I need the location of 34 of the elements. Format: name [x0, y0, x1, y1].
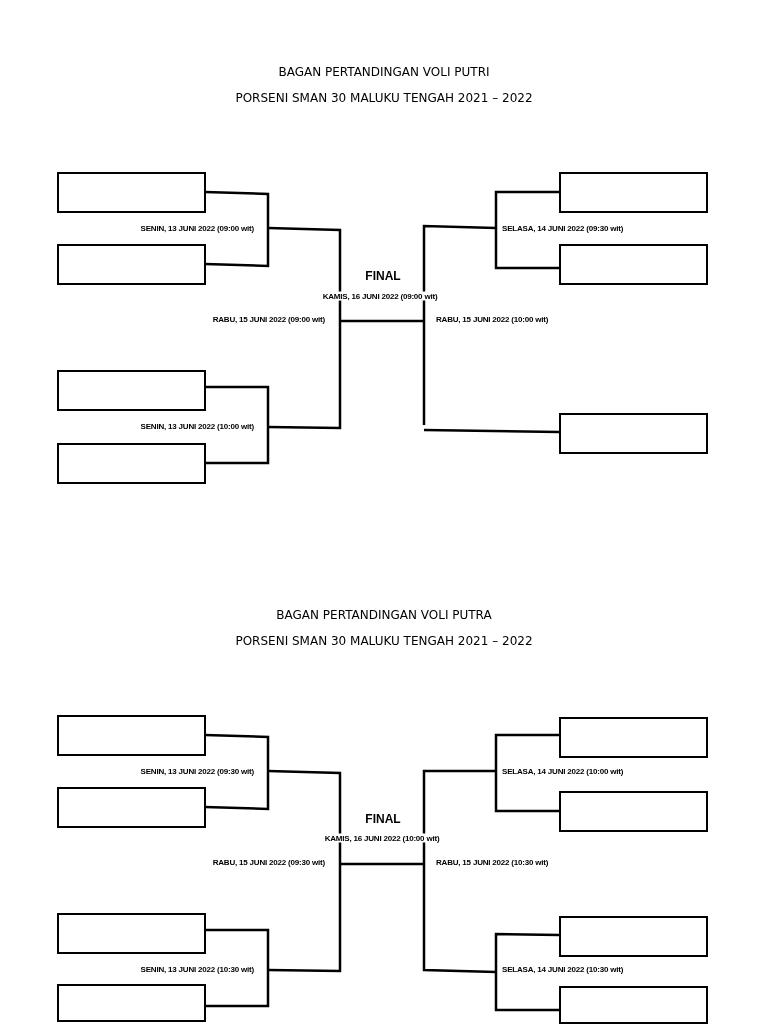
team-box	[57, 244, 206, 285]
heading: PORSENI SMAN 30 MALUKU TENGAH 2021 – 2022	[235, 634, 533, 648]
round-label: FINAL	[365, 812, 401, 826]
match-schedule: RABU, 15 JUNI 2022 (09:30 wit)	[212, 857, 325, 867]
round-label: FINAL	[365, 269, 401, 283]
team-box	[57, 172, 206, 213]
team-box	[57, 370, 206, 411]
match-schedule: SELASA, 14 JUNI 2022 (10:00 wit)	[502, 766, 624, 776]
team-box	[559, 244, 708, 285]
team-box	[559, 986, 708, 1024]
match-schedule: SENIN, 13 JUNI 2022 (09:00 wit)	[140, 223, 254, 233]
heading: PORSENI SMAN 30 MALUKU TENGAH 2021 – 2022	[235, 91, 533, 105]
match-schedule: RABU, 15 JUNI 2022 (10:30 wit)	[436, 857, 549, 867]
match-schedule: SENIN, 13 JUNI 2022 (09:30 wit)	[140, 766, 254, 776]
match-schedule: SELASA, 14 JUNI 2022 (10:30 wit)	[502, 964, 624, 974]
team-box	[559, 717, 708, 758]
team-box	[559, 916, 708, 957]
team-box	[559, 172, 708, 213]
team-box	[559, 791, 708, 832]
team-box	[57, 787, 206, 828]
match-schedule: RABU, 15 JUNI 2022 (09:00 wit)	[212, 314, 325, 324]
team-box	[57, 913, 206, 954]
match-schedule: SENIN, 13 JUNI 2022 (10:30 wit)	[140, 964, 254, 974]
team-box	[57, 715, 206, 756]
heading: BAGAN PERTANDINGAN VOLI PUTRA	[276, 608, 492, 622]
heading: BAGAN PERTANDINGAN VOLI PUTRI	[278, 65, 490, 79]
match-schedule: KAMIS, 16 JUNI 2022 (09:00 wit)	[322, 291, 438, 301]
team-box	[559, 413, 708, 454]
team-box	[57, 984, 206, 1022]
match-schedule: RABU, 15 JUNI 2022 (10:00 wit)	[436, 314, 549, 324]
team-box	[57, 443, 206, 484]
match-schedule: SELASA, 14 JUNI 2022 (09:30 wit)	[502, 223, 624, 233]
match-schedule: KAMIS, 16 JUNI 2022 (10:00 wit)	[324, 833, 440, 843]
match-schedule: SENIN, 13 JUNI 2022 (10:00 wit)	[140, 421, 254, 431]
